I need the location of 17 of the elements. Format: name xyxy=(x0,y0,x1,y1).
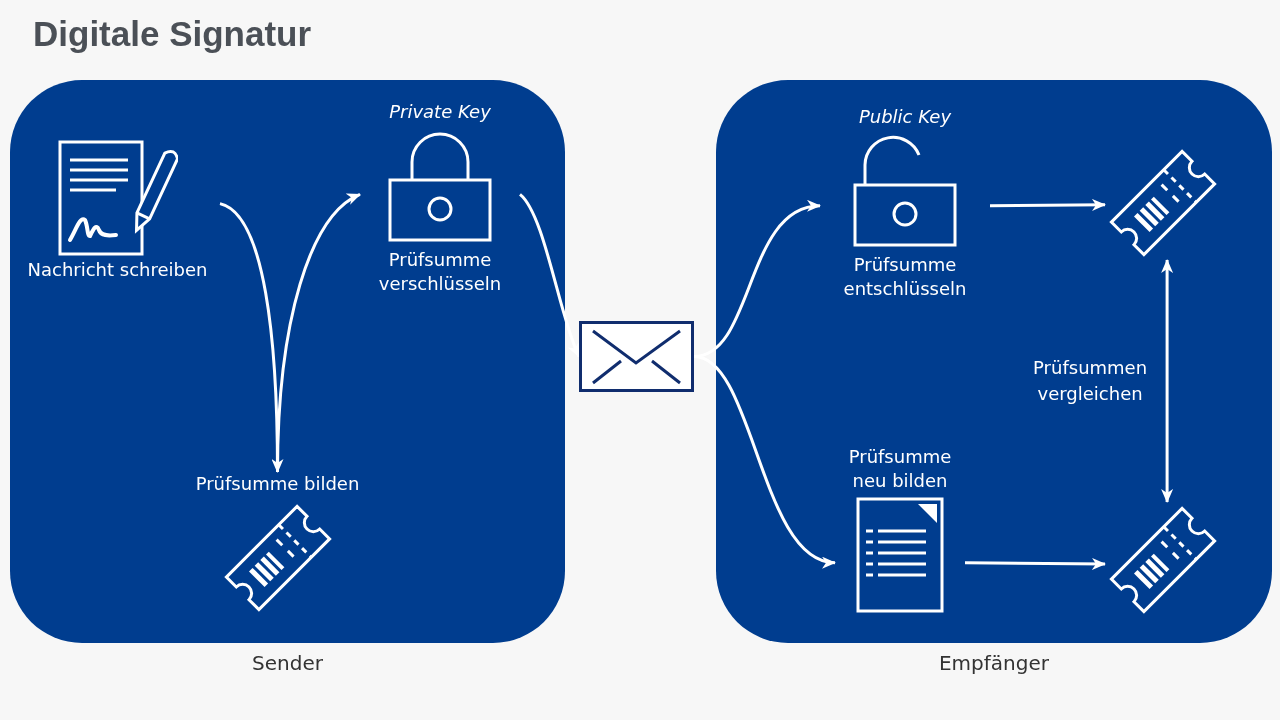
panel-heading: Sender xyxy=(252,651,323,675)
step-label: Nachricht schreiben xyxy=(27,258,208,282)
key-label: Public Key xyxy=(858,105,952,129)
arrow xyxy=(965,557,1106,570)
panel-heading: Empfänger xyxy=(939,651,1049,675)
double-arrow xyxy=(1161,259,1174,503)
edge-label: Prüfsummen vergleichen xyxy=(1032,356,1149,406)
step-label: Prüfsumme bilden xyxy=(195,472,360,496)
arrow xyxy=(276,193,361,473)
arrow xyxy=(219,202,284,473)
step-label: Prüfsumme neu bilden xyxy=(847,445,953,493)
step-label: Prüfsumme verschlüsseln xyxy=(377,248,503,296)
arrow xyxy=(990,198,1106,211)
diagram-title: Digitale Signatur xyxy=(33,14,312,54)
key-label: Private Key xyxy=(389,100,491,124)
arrow xyxy=(518,193,581,358)
step-label: Prüfsumme entschlüsseln xyxy=(842,253,968,301)
